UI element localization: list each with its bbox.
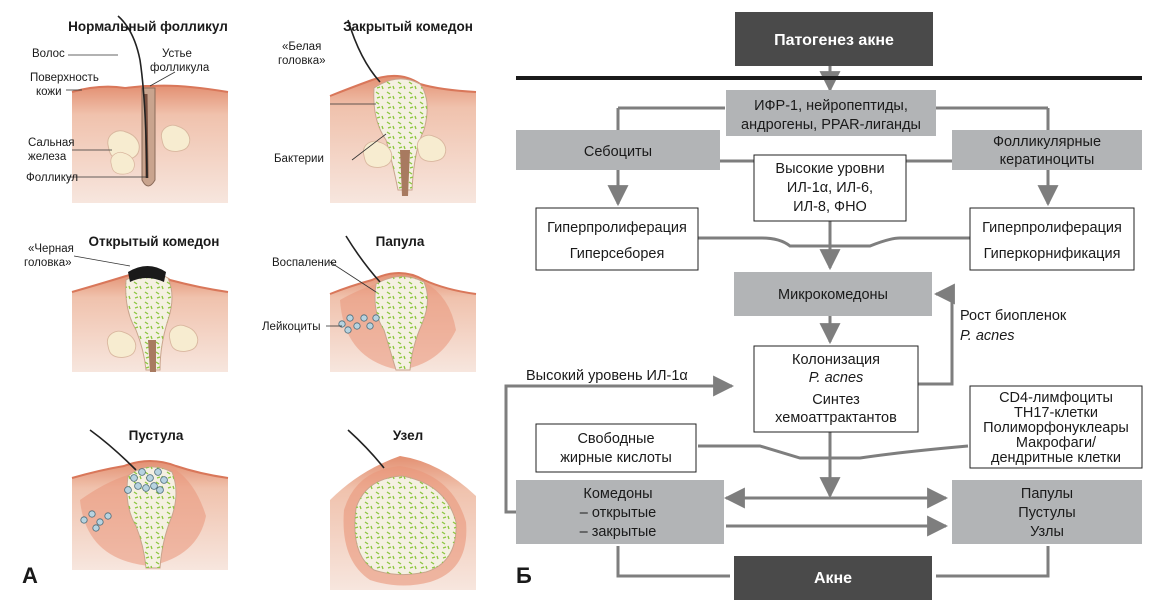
label-follicle: Фолликул [26,172,78,184]
il1-label: Высокий уровень ИЛ-1α [526,368,688,384]
colonization-line-2: P. acnes [809,370,864,386]
header-box [735,12,933,66]
label-blackhead-2: головка» [24,257,72,269]
hyper-left-box [535,207,699,271]
hyper-right-line-2: Гиперкорнификация [984,246,1121,262]
sebocytes-label: Себоциты [584,144,652,160]
header-divider [516,76,1142,80]
keratinocytes-line-1: Фолликулярные [993,134,1101,150]
cytokines-line-3: ИЛ-8, ФНО [793,199,867,215]
tile-closed-comedone [329,19,477,203]
comedones-line-3: – закрытые [580,524,657,540]
microcomedones-box [734,272,932,316]
keratinocytes-line-2: кератиноциты [1000,152,1095,168]
factors-box [726,90,936,136]
label-blackhead-1: «Черная [28,243,74,255]
hyper-left-line-2: Гиперсеборея [570,246,665,262]
label-leukocytes: Лейкоциты [262,321,320,333]
biofilm-line-1: Рост биопленок [960,308,1067,324]
tile-node [330,429,476,590]
footer-label: Акне [814,570,852,587]
tile-normal-follicle [71,15,229,203]
hyper-left-line-1: Гиперпролиферация [547,220,687,236]
lesions-line-2: Пустулы [1018,505,1075,521]
label-bacteria: Бактерии [274,153,324,165]
title-closed-comedone: Закрытый комедон [343,19,473,34]
label-inflammation: Воспаление [272,257,337,269]
factors-line-2: андрогены, PPAR-лиганды [741,117,921,133]
label-gland-1: Сальная [28,137,75,149]
label-gland-2: железа [28,151,67,163]
cells-line-1: CD4-лимфоциты [999,390,1113,406]
microcomedones-label: Микрокомедоны [778,287,888,303]
header-title: Патогенез акне [774,32,894,49]
label-orifice-1: Устье [162,48,192,60]
cytokines-line-1: Высокие уровни [775,161,884,177]
biofilm-line-2: P. acnes [960,328,1015,344]
flow-connectors [504,66,1059,578]
comedones-box [516,480,724,544]
label-whitehead-2: головка» [278,55,326,67]
panel-a-letter: A [22,563,38,588]
lesions-line-1: Папулы [1021,486,1073,502]
cells-line-5: дендритные клетки [991,450,1121,466]
label-surface-1: Поверхность [30,72,99,84]
colonization-line-4: хемоаттрактантов [775,410,897,426]
ffa-line-2: жирные кислоты [560,450,672,466]
colonization-line-1: Колонизация [792,352,880,368]
ffa-line-1: Свободные [577,431,654,447]
cytokines-line-2: ИЛ-1α, ИЛ-6, [787,180,873,196]
colonization-line-3: Синтез [812,392,860,408]
sebocytes-box [516,130,720,170]
label-surface-2: кожи [36,86,62,98]
label-hair: Волос [32,48,65,60]
cells-line-3: Полиморфонуклеары [983,420,1129,436]
footer-box [734,556,932,600]
tile-pustule [71,429,229,570]
title-open-comedone: Открытый комедон [89,234,220,249]
cells-line-2: TH17-клетки [1014,405,1098,421]
tile-papule [329,235,477,372]
label-orifice-2: фолликула [150,62,210,74]
lesions-line-3: Узлы [1030,524,1064,540]
cells-box [969,385,1143,469]
title-pustule: Пустула [129,428,184,443]
panel-b-letter: Б [516,563,532,588]
comedones-line-2: – открытые [580,505,656,521]
title-node: Узел [393,428,423,443]
ffa-box [535,423,697,473]
tile-open-comedone [71,266,229,372]
colonization-box [753,345,919,433]
factors-line-1: ИФР-1, нейропептиды, [754,98,908,114]
title-papule: Папула [376,234,425,249]
comedones-line-1: Комедоны [583,486,652,502]
label-whitehead-1: «Белая [282,41,321,53]
hyper-right-box [969,207,1135,271]
cells-line-4: Макрофаги/ [1016,435,1097,451]
keratinocytes-box [952,130,1142,170]
leader-lines [66,54,387,327]
hyper-right-line-1: Гиперпролиферация [982,220,1122,236]
lesions-box [952,480,1142,544]
title-normal-follicle: Нормальный фолликул [68,19,228,34]
cytokines-box [753,154,907,222]
